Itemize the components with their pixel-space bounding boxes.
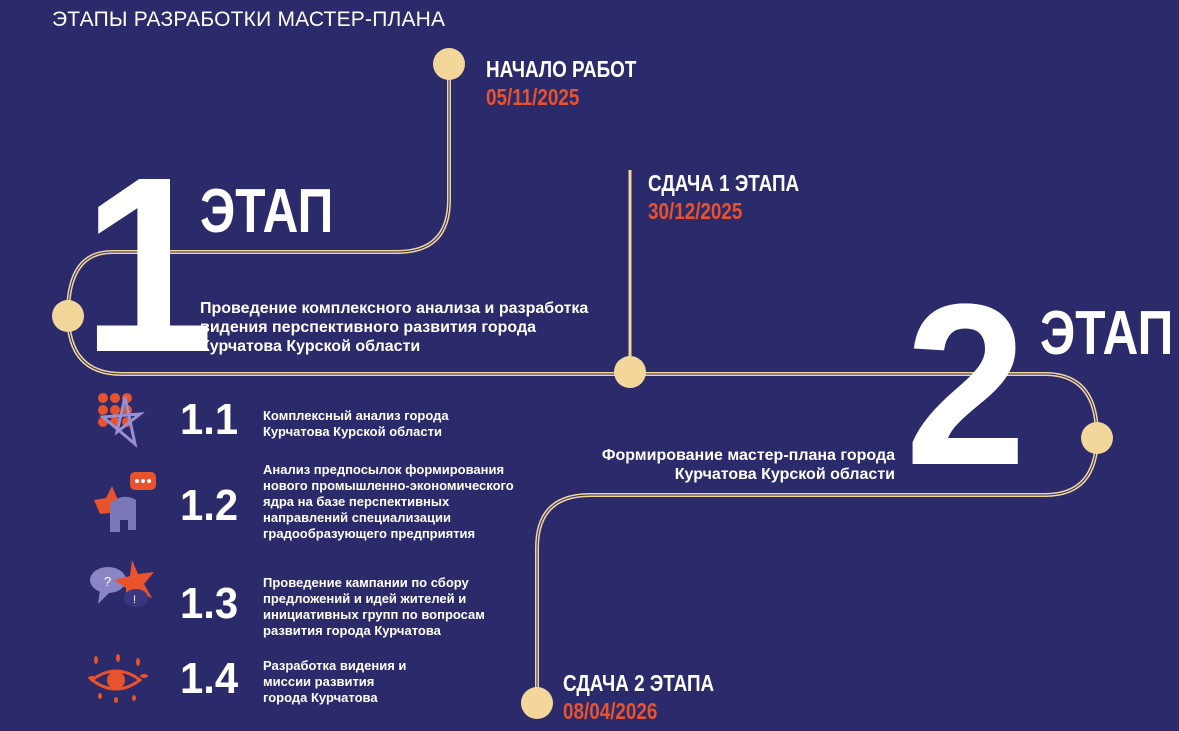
substep-text: Анализ предпосылок формирования нового п…	[263, 462, 514, 541]
path-dot	[1081, 422, 1113, 454]
milestone-label: СДАЧА 1 ЭТАПА	[648, 170, 800, 196]
milestone-dot-stage1	[614, 356, 646, 388]
substep-number: 1.1	[180, 395, 239, 444]
milestone-dot-start	[433, 48, 465, 80]
svg-text:!: !	[133, 594, 136, 606]
page-title: ЭТАПЫ РАЗРАБОТКИ МАСТЕР-ПЛАНА	[52, 8, 446, 31]
svg-text:?: ?	[104, 574, 111, 589]
grid-star-icon	[95, 392, 155, 457]
substep-text: Комплексный анализ города Курчатова Курс…	[263, 408, 449, 439]
milestone-label: НАЧАЛО РАБОТ	[486, 56, 637, 82]
substep-number: 1.4	[180, 654, 239, 703]
stage-word: ЭТАП	[200, 177, 334, 246]
eye-icon	[88, 654, 150, 711]
substep-text: Проведение кампании по сбору предложений…	[263, 575, 485, 638]
milestone-label: СДАЧА 2 ЭТАПА	[563, 670, 715, 696]
substep-text: Разработка видения и миссии развития гор…	[263, 658, 407, 705]
milestone-date: 08/04/2026	[563, 698, 658, 724]
path-dot	[52, 300, 84, 332]
stage-number: 1	[82, 125, 215, 404]
milestone-date: 05/11/2025	[486, 84, 580, 110]
stage-word: ЭТАП	[1040, 299, 1174, 368]
stage-number: 2	[905, 256, 1027, 513]
speech-bubbles-icon: ?!	[88, 558, 160, 625]
milestone-date: 30/12/2025	[648, 198, 743, 224]
milestone-dot-stage2	[521, 687, 553, 719]
stage-description: Формирование мастер-плана города Курчато…	[601, 447, 895, 483]
stage-description: Проведение комплексного анализа и разраб…	[200, 300, 589, 355]
substep-number: 1.2	[180, 481, 239, 530]
person-speech-icon	[92, 470, 162, 541]
substep-number: 1.3	[180, 579, 239, 628]
